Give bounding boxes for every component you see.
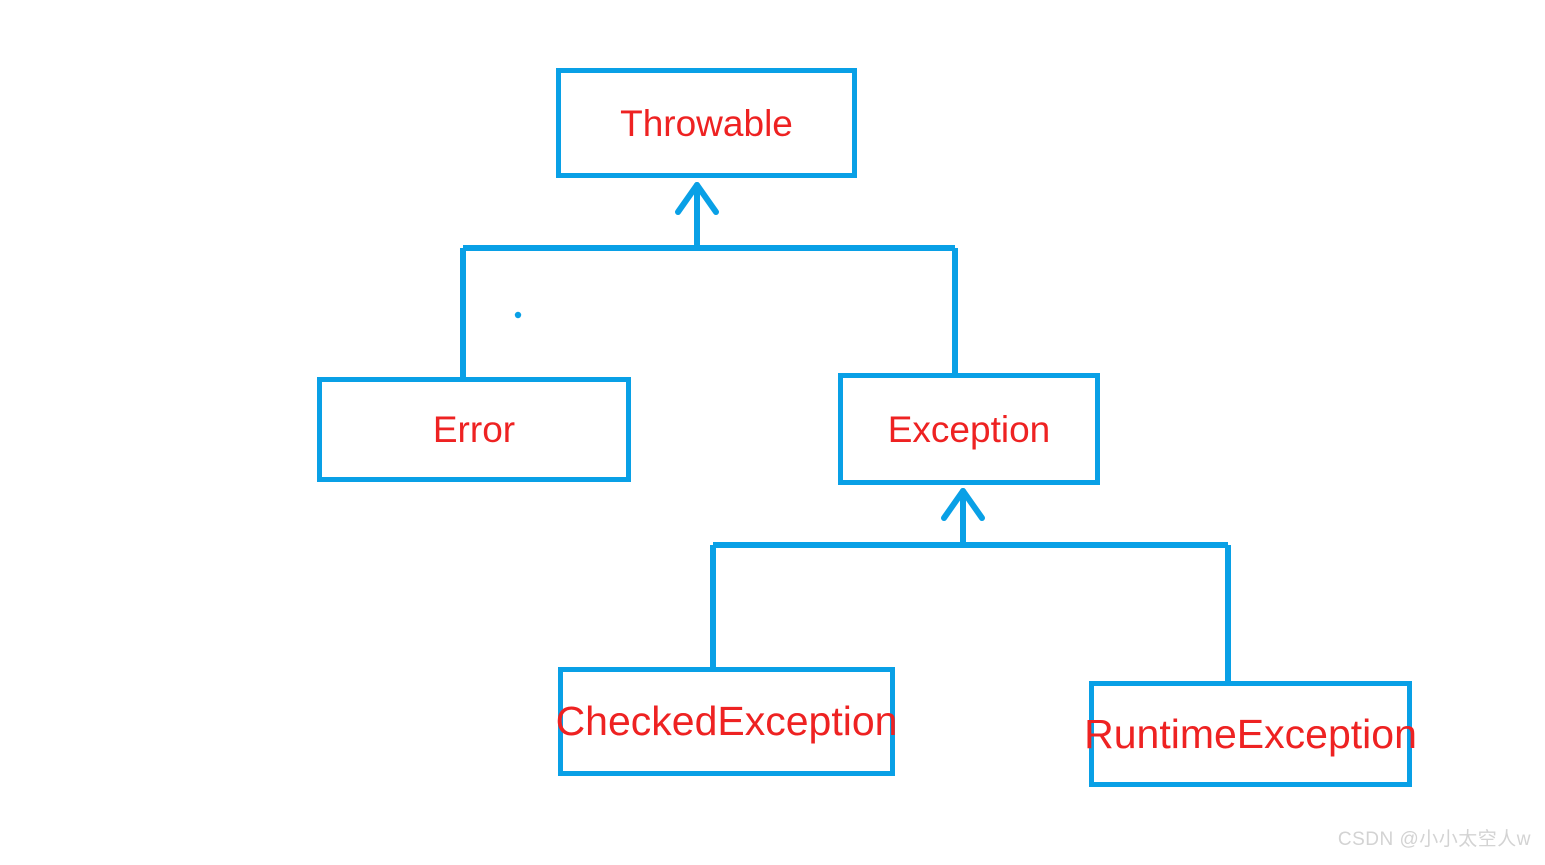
csdn-watermark: CSDN @小小太空人w — [1337, 829, 1531, 850]
node-error[interactable]: Error — [317, 377, 631, 482]
stray-dot-artifact — [514, 311, 522, 319]
node-throwable[interactable]: Throwable — [556, 68, 857, 178]
node-throwable-label: Throwable — [620, 102, 793, 144]
node-exception-label: Exception — [887, 408, 1051, 450]
node-exception[interactable]: Exception — [838, 373, 1100, 485]
node-checked-exception[interactable]: CheckedException — [555, 667, 898, 776]
node-runtime-exception-label: RuntimeException — [1084, 710, 1417, 757]
node-runtime-exception[interactable]: RuntimeException — [1084, 681, 1417, 787]
arrowhead-exception-right — [960, 488, 985, 521]
node-checked-exception-label: CheckedException — [555, 698, 898, 744]
arrowhead-throwable-right — [694, 182, 719, 215]
node-error-label: Error — [432, 409, 516, 450]
arrowhead-throwable-left — [675, 182, 700, 215]
arrowhead-exception-left — [941, 488, 966, 521]
